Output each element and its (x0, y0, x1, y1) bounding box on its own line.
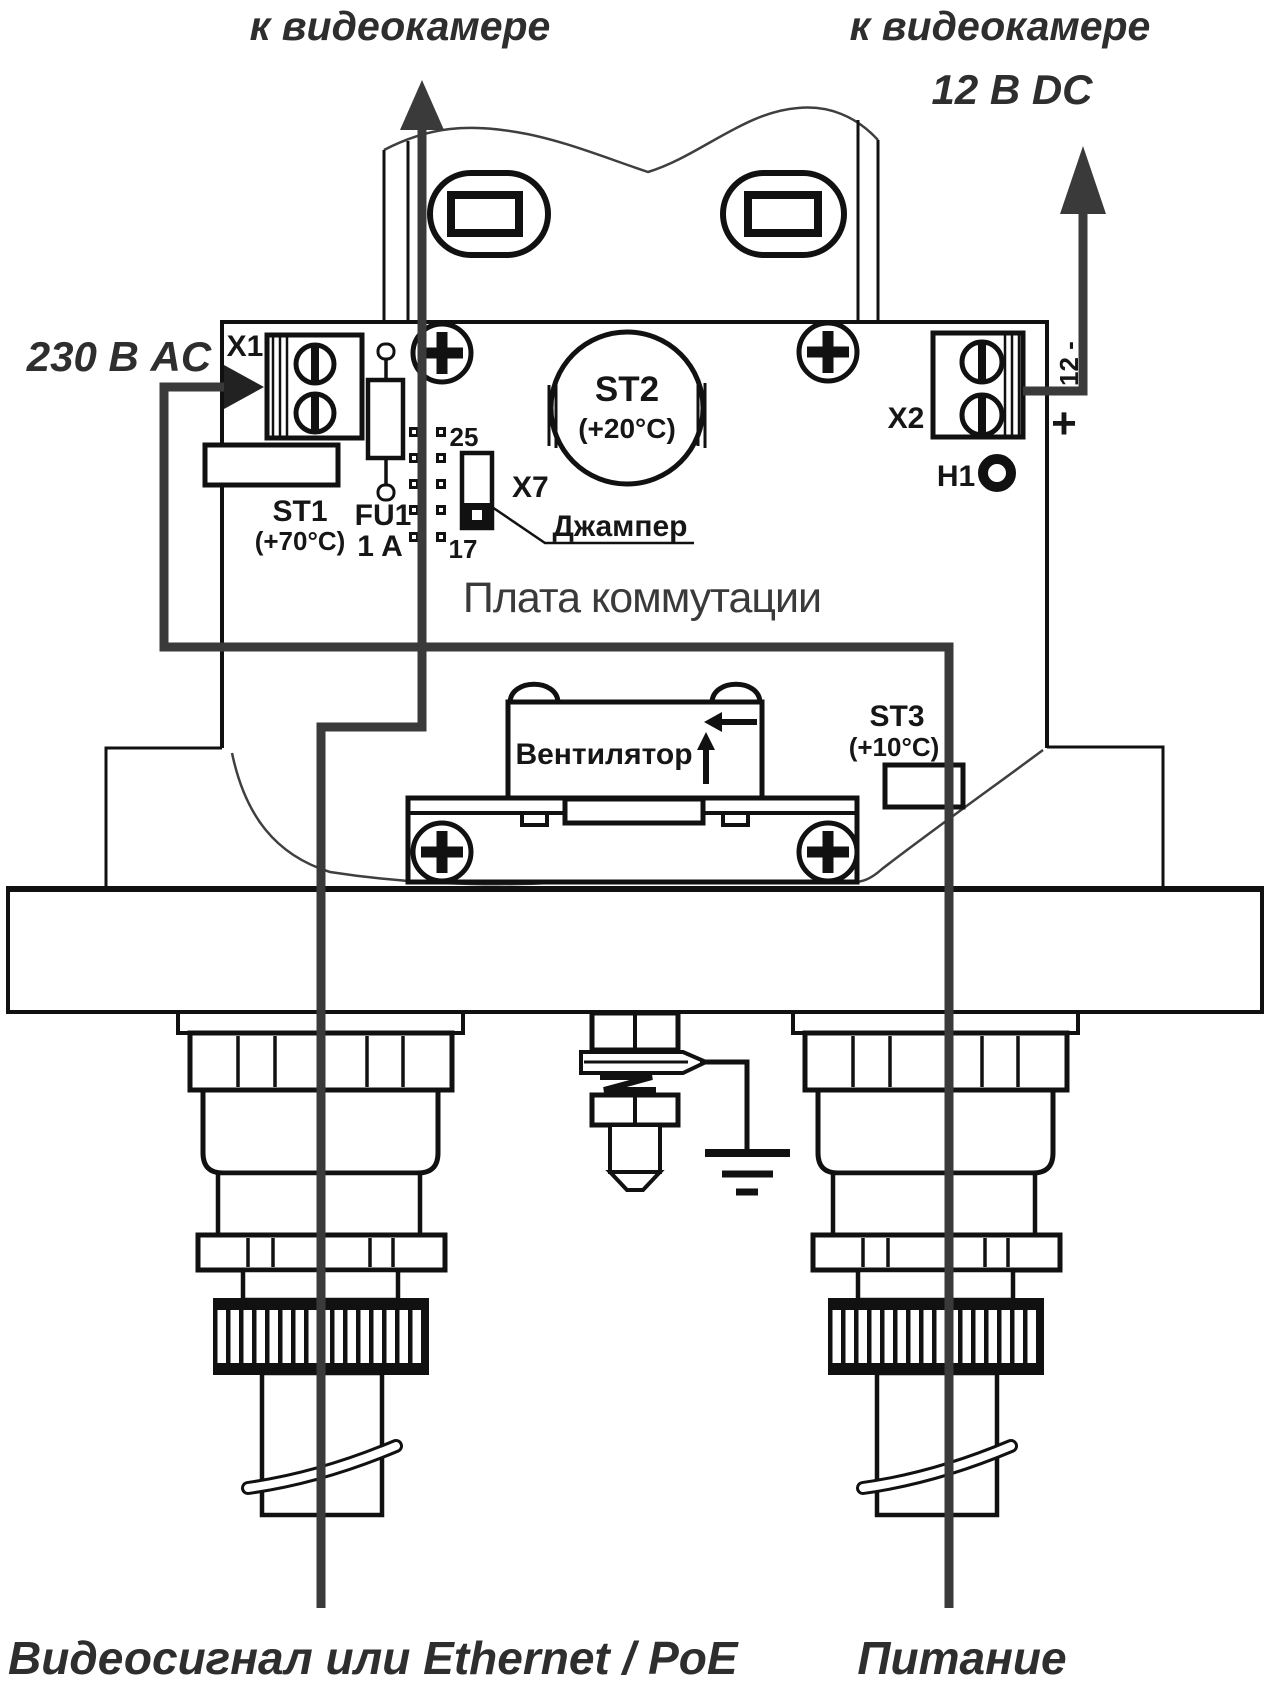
dc-plus-label: + (1051, 399, 1077, 448)
label-power: Питание (857, 1632, 1066, 1682)
cable-gland-right (793, 1012, 1078, 1515)
st3-temp: (+10°C) (849, 732, 940, 762)
label-camera-right: к видеокамере (850, 3, 1151, 49)
fu1-label: FU1 (355, 499, 412, 532)
board-screw-right (799, 323, 857, 381)
camera-bracket (382, 106, 880, 322)
st2-temp: (+20°C) (578, 413, 676, 444)
thermostat-st3: ST3 (+10°C) (849, 700, 966, 810)
pin-17-label: 17 (449, 534, 478, 564)
wires (159, 80, 1106, 1608)
mounting-flange (6, 886, 1264, 1014)
bracket-slot-left-hole (447, 191, 523, 237)
wire-video (316, 128, 427, 1608)
label-camera-left: к видеокамере (250, 3, 551, 49)
terminal-x1: X1 (227, 330, 365, 441)
ground-bolt (579, 1010, 790, 1196)
ground-wire (700, 1059, 750, 1150)
thermostat-st1: ST1 (+70°C) (202, 442, 346, 556)
st1-label: ST1 (272, 495, 327, 528)
terminal-x2: X2 (888, 330, 1026, 440)
thermostat-st2: ST2 (+20°C) (547, 329, 707, 487)
bracket-screw-left (413, 823, 471, 881)
h1-label: H1 (937, 460, 975, 493)
wire-12vdc (1023, 212, 1088, 396)
switch-board: Плата коммутации X1 ST1 (+70°C) FU1 1 A (202, 320, 1084, 748)
ground-symbol (705, 1149, 790, 1196)
fu1-rating: 1 A (357, 530, 403, 563)
st3-label: ST3 (869, 700, 924, 733)
arrow-into-x1-icon (224, 365, 264, 409)
x2-label: X2 (888, 402, 925, 435)
fan-label: Вентилятор (515, 738, 692, 771)
led-h1: H1 (937, 454, 1016, 493)
jumper-label: Джампер (552, 510, 687, 543)
fan: Вентилятор (505, 681, 765, 801)
pin-25-label: 25 (450, 422, 479, 452)
st1-temp: (+70°C) (255, 526, 346, 556)
jumper-x7: X7 Джампер (459, 450, 694, 545)
board-title: Плата коммутации (463, 574, 821, 622)
pin-header: 25 17 (409, 422, 478, 564)
jumper-callout-line (491, 505, 694, 545)
label-videosignal: Видеосигнал или Ethernet / PoE (8, 1632, 739, 1682)
airflow-arrow-left-icon (704, 712, 757, 732)
wire-power (159, 382, 954, 1608)
st2-label: ST2 (595, 370, 659, 409)
bracket-slot-right-hole (744, 191, 822, 237)
bracket-screw-right (799, 823, 857, 881)
fuse-fu1: FU1 1 A (355, 342, 412, 563)
arrow-up-right-icon (1060, 146, 1106, 214)
label-12vdc: 12 В DC (931, 66, 1093, 113)
fan-bracket (405, 795, 860, 885)
x1-label: X1 (227, 330, 264, 363)
airflow-arrow-up-icon (697, 732, 715, 784)
label-mains: 230 В AC (26, 333, 212, 380)
x7-label: X7 (512, 471, 549, 504)
arrow-up-left-icon (400, 80, 444, 130)
